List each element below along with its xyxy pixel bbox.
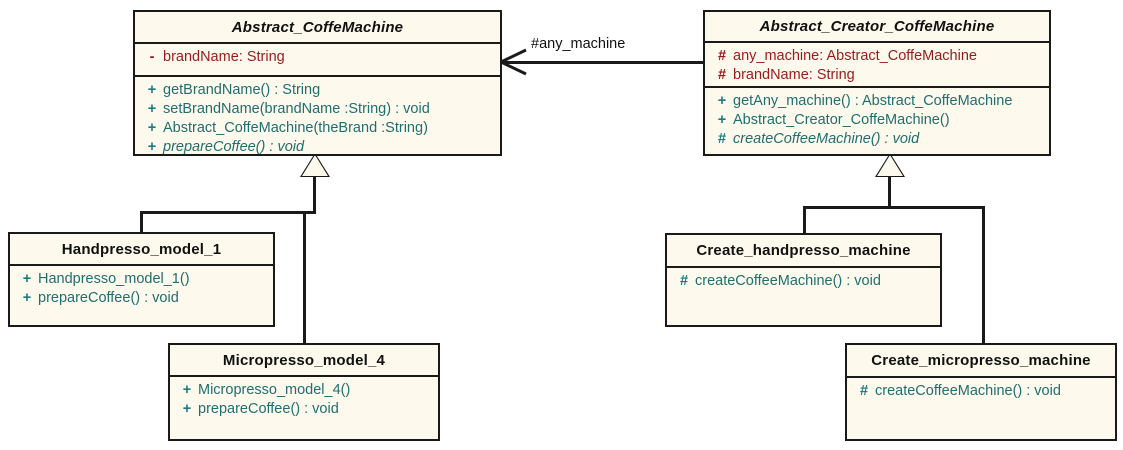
operation-signature: Micropresso_model_4() bbox=[198, 382, 351, 398]
visibility-marker: + bbox=[22, 290, 32, 306]
operation-row: + prepareCoffee() : void bbox=[170, 400, 438, 419]
operations-compartment-create-micropresso-machine: # createCoffeeMachine() : void bbox=[847, 376, 1115, 441]
class-abstract-creator-coffemachine[interactable]: Abstract_Creator_CoffeMachine # any_mach… bbox=[703, 10, 1051, 156]
class-create-handpresso-machine[interactable]: Create_handpresso_machine # createCoffee… bbox=[665, 233, 942, 327]
generalization-drop-create-handpresso bbox=[803, 206, 806, 233]
generalization-drop-micropresso bbox=[303, 211, 306, 343]
operations-compartment-handpresso-model-1: + Handpresso_model_1() + prepareCoffee()… bbox=[10, 264, 273, 327]
visibility-marker: + bbox=[182, 401, 192, 417]
operation-row: + getAny_machine() : Abstract_CoffeMachi… bbox=[705, 92, 1049, 111]
generalization-triangle-left bbox=[302, 155, 328, 176]
generalization-bus-left bbox=[140, 211, 316, 214]
class-name-create-micropresso-machine: Create_micropresso_machine bbox=[871, 352, 1091, 369]
class-create-micropresso-machine[interactable]: Create_micropresso_machine # createCoffe… bbox=[845, 343, 1117, 441]
class-name-abstract-coffemachine: Abstract_CoffeMachine bbox=[231, 18, 404, 36]
association-line-any-machine bbox=[503, 61, 704, 64]
operation-row: # createCoffeeMachine() : void bbox=[667, 272, 940, 291]
visibility-marker: + bbox=[182, 382, 192, 398]
generalization-stem-left bbox=[313, 176, 316, 214]
visibility-marker: + bbox=[147, 120, 157, 136]
generalization-drop-create-micropresso bbox=[982, 206, 985, 343]
visibility-marker: + bbox=[22, 271, 32, 287]
operations-compartment-micropresso-model-4: + Micropresso_model_4() + prepareCoffee(… bbox=[170, 375, 438, 441]
generalization-bus-right bbox=[803, 206, 985, 209]
operation-signature: prepareCoffee() : void bbox=[163, 139, 305, 155]
association-open-arrowhead bbox=[498, 48, 527, 76]
operation-row: + Abstract_Creator_CoffeMachine() bbox=[705, 111, 1049, 130]
generalization-stem-right bbox=[888, 176, 891, 209]
operation-row: + Handpresso_model_1() bbox=[10, 270, 273, 289]
operations-compartment-abstract-creator-coffemachine: + getAny_machine() : Abstract_CoffeMachi… bbox=[705, 86, 1049, 156]
operation-signature: Abstract_CoffeMachine(theBrand :String) bbox=[163, 120, 428, 136]
visibility-marker: + bbox=[717, 112, 727, 128]
operation-signature: createCoffeeMachine() : void bbox=[695, 273, 881, 289]
operation-signature: setBrandName(brandName :String) : void bbox=[163, 101, 430, 117]
visibility-marker: + bbox=[147, 101, 157, 117]
operation-row: # createCoffeeMachine() : void bbox=[705, 130, 1049, 149]
attribute-row: # any_machine: Abstract_CoffeMachine bbox=[705, 47, 1049, 66]
operation-signature: getAny_machine() : Abstract_CoffeMachine bbox=[733, 93, 1013, 109]
operation-signature: prepareCoffee() : void bbox=[38, 290, 179, 306]
operation-signature: prepareCoffee() : void bbox=[198, 401, 339, 417]
operation-row: + Micropresso_model_4() bbox=[170, 381, 438, 400]
visibility-marker: # bbox=[679, 273, 689, 289]
class-name-abstract-creator-coffemachine: Abstract_Creator_CoffeMachine bbox=[759, 18, 995, 35]
visibility-marker: # bbox=[717, 67, 727, 83]
visibility-marker: - bbox=[149, 49, 155, 65]
visibility-marker: # bbox=[717, 131, 727, 147]
attribute-row: # brandName: String bbox=[705, 66, 1049, 85]
operations-compartment-abstract-coffemachine: + getBrandName() : String + setBrandName… bbox=[135, 75, 500, 156]
operation-row: + setBrandName(brandName :String) : void bbox=[135, 100, 500, 119]
operation-row: + prepareCoffee() : void bbox=[10, 289, 273, 308]
attributes-compartment-abstract-coffemachine: - brandName: String bbox=[135, 42, 500, 75]
operations-compartment-create-handpresso-machine: # createCoffeeMachine() : void bbox=[667, 266, 940, 327]
class-name-handpresso-model-1: Handpresso_model_1 bbox=[61, 240, 222, 258]
class-abstract-coffemachine[interactable]: Abstract_CoffeMachine - brandName: Strin… bbox=[133, 10, 502, 156]
attribute-row: - brandName: String bbox=[135, 48, 500, 67]
attribute-signature: brandName: String bbox=[733, 67, 855, 83]
association-label-any-machine: #any_machine bbox=[531, 36, 626, 52]
operation-signature: getBrandName() : String bbox=[163, 82, 321, 98]
attribute-signature: brandName: String bbox=[163, 49, 285, 65]
class-name-micropresso-model-4: Micropresso_model_4 bbox=[222, 351, 386, 369]
operation-row: + prepareCoffee() : void bbox=[135, 138, 500, 157]
operation-row: + getBrandName() : String bbox=[135, 81, 500, 100]
operation-signature: createCoffeeMachine() : void bbox=[875, 383, 1061, 399]
operation-signature: Handpresso_model_1() bbox=[38, 271, 190, 287]
class-handpresso-model-1[interactable]: Handpresso_model_1 + Handpresso_model_1(… bbox=[8, 232, 275, 327]
class-micropresso-model-4[interactable]: Micropresso_model_4 + Micropresso_model_… bbox=[168, 343, 440, 441]
visibility-marker: + bbox=[147, 139, 157, 155]
operation-row: + Abstract_CoffeMachine(theBrand :String… bbox=[135, 119, 500, 138]
generalization-drop-handpresso bbox=[140, 211, 143, 233]
operation-signature: createCoffeeMachine() : void bbox=[733, 131, 920, 147]
visibility-marker: # bbox=[859, 383, 869, 399]
visibility-marker: # bbox=[717, 48, 727, 64]
operation-row: # createCoffeeMachine() : void bbox=[847, 382, 1115, 401]
attribute-signature: any_machine: Abstract_CoffeMachine bbox=[733, 48, 977, 64]
generalization-triangle-right bbox=[877, 155, 903, 176]
visibility-marker: + bbox=[147, 82, 157, 98]
visibility-marker: + bbox=[717, 93, 727, 109]
operation-signature: Abstract_Creator_CoffeMachine() bbox=[733, 112, 950, 128]
attributes-compartment-abstract-creator-coffemachine: # any_machine: Abstract_CoffeMachine # b… bbox=[705, 41, 1049, 86]
class-name-create-handpresso-machine: Create_handpresso_machine bbox=[696, 242, 911, 259]
